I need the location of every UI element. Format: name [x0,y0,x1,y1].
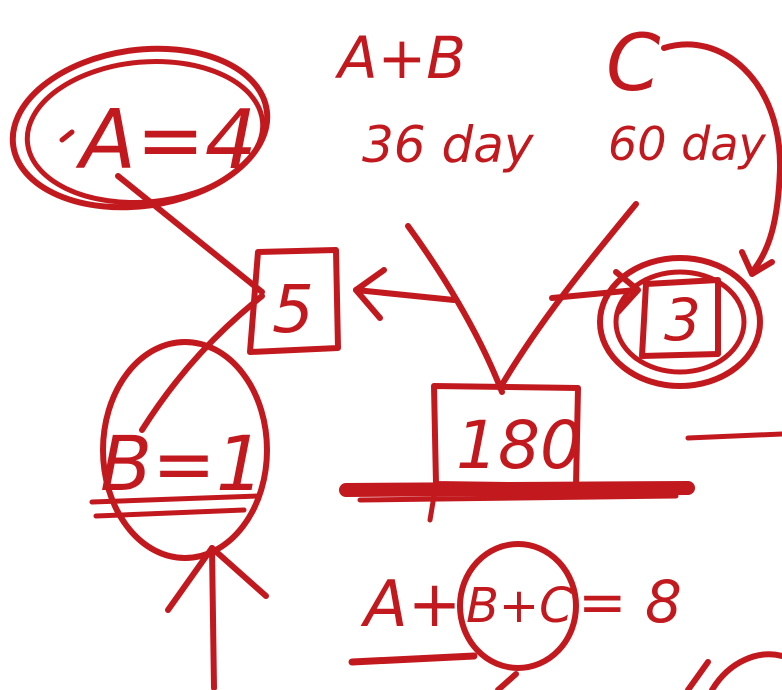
equation-right: = 8 [578,568,682,636]
c-to-three-arrowhead [739,249,775,277]
box-three-rect [639,277,721,359]
box-five-label: 5 [272,271,314,348]
a-to-five-line [115,173,265,295]
ab-to-180-line [405,223,505,395]
equation-underline [348,652,478,666]
box-180-group: 180 [339,383,695,523]
c-group: C 60 day [606,19,767,171]
to-three-arrow-shaft [549,287,639,301]
ab-title: A+B [334,24,466,92]
b-group: B=1 [89,339,270,561]
ab-days-label: 36 day [362,116,535,174]
box-three-group: 3 [597,255,763,389]
box-180-underline-thin [357,493,679,503]
box-three-label: 3 [664,286,701,354]
b-up-arrow-shaft [209,545,217,690]
box-180-underline-thick [339,481,695,497]
three-circle-inner [613,269,747,375]
b-underline-1 [89,493,261,505]
c-days-label: 60 day [608,117,767,171]
to-five-arrow-head [353,267,387,321]
ab-group: A+B 36 day [334,24,535,174]
box-five-rect [247,247,341,355]
c-title: C [606,19,661,109]
equation-circled: B+C [466,578,573,634]
equation-circle [457,541,579,671]
to-five-arrow-shaft [353,287,457,303]
equation-group: A+ B+C = 8 [348,541,682,671]
a-equals-label: A=4 [75,93,257,188]
equation-left: A+ [360,568,461,642]
c-to-180-line [497,201,639,391]
box-five-group: 5 [247,247,341,355]
right-side-dash [685,431,782,441]
b-underline-2 [93,507,247,519]
b-equals-label: B=1 [100,419,264,508]
c-to-three-curve-arrow [661,41,782,275]
bottom-edge-stroke-3 [709,651,782,690]
box-180-label: 180 [456,407,582,484]
b-up-arrow-head [165,545,269,613]
five-to-b-line [139,293,265,433]
a-tick-mark [59,129,75,143]
three-circle-outer [597,255,763,389]
bottom-edge-stroke-2 [685,659,711,690]
b-circle [100,339,270,561]
bottom-edge-stroke-1 [495,671,519,690]
